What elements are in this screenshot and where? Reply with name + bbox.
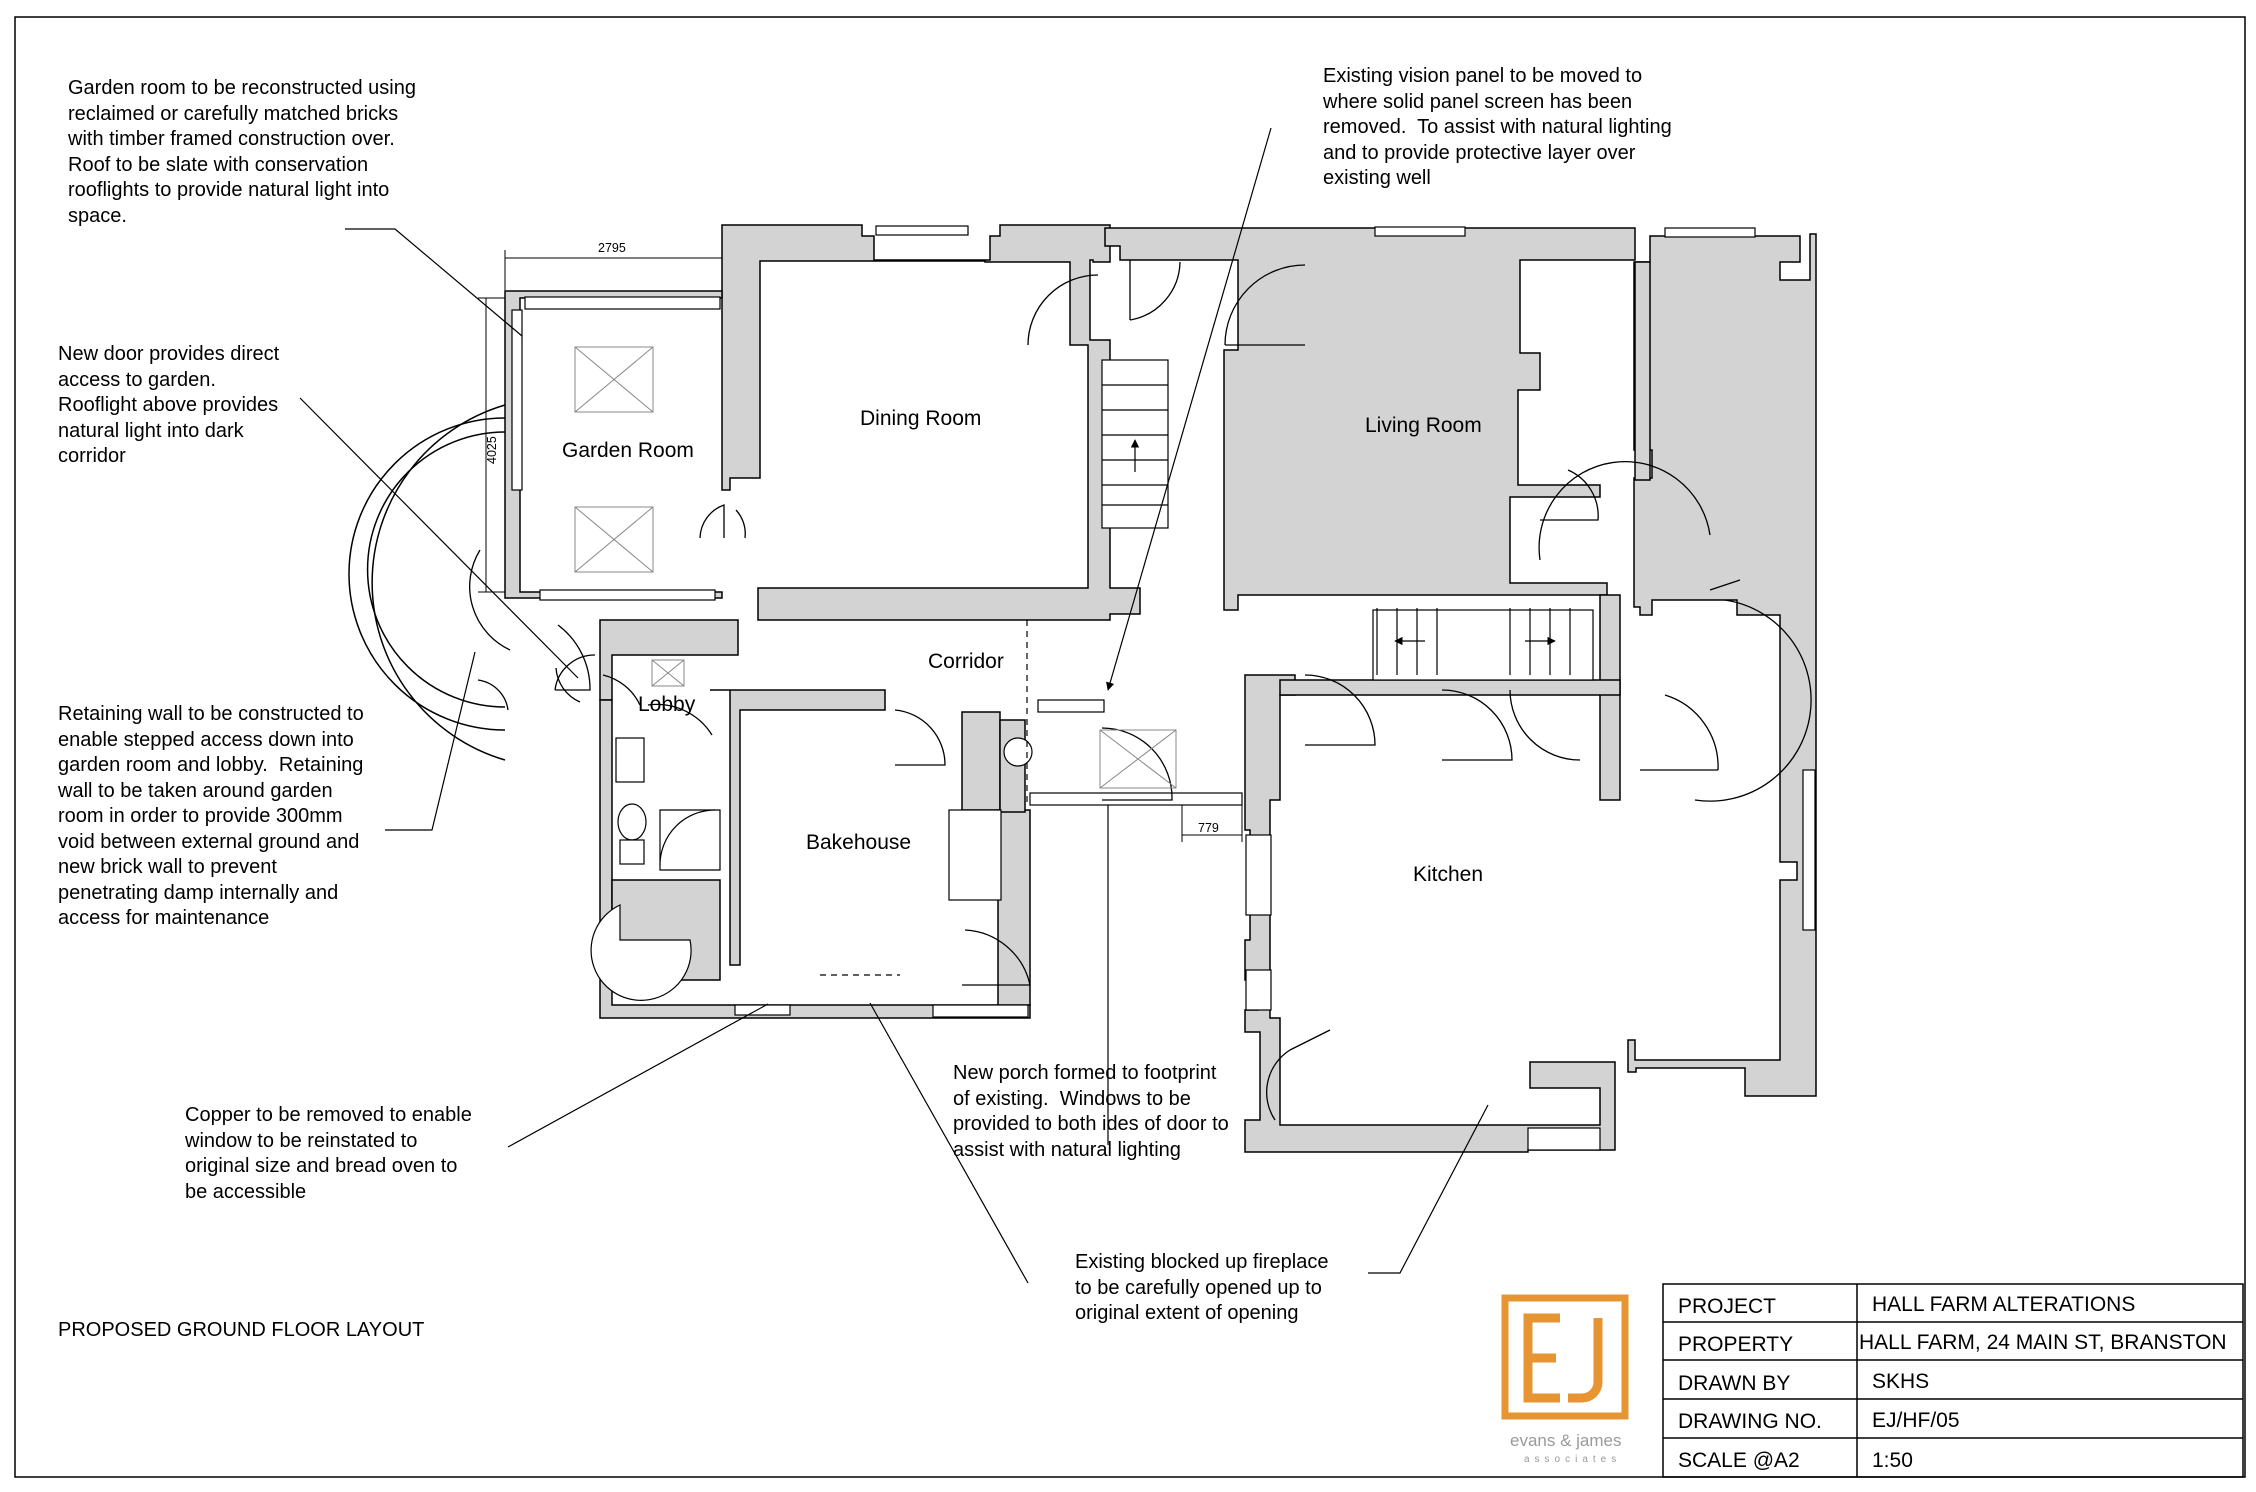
staircase [1101,359,1169,529]
logo-e-letter [1523,1313,1560,1403]
room-lobby: Lobby [638,693,696,716]
retaining-wall [348,404,506,761]
note-vision-panel: Existing vision panel to be moved to whe… [1323,65,1672,189]
note-new-door: New door provides direct access to garde… [58,343,280,467]
dim-garden-depth: 4025 [485,436,499,464]
tb-label-project: PROJECT [1678,1295,1776,1318]
tb-value-project: HALL FARM ALTERATIONS [1872,1293,2135,1316]
room-living-room: Living Room [1365,414,1482,437]
note-copper: Copper to be removed to enable window to… [185,1104,472,1203]
doors [469,260,1812,1121]
room-corridor: Corridor [928,650,1004,673]
company-logo: evans & james associates [1501,1294,1629,1465]
room-dining-room: Dining Room [860,407,981,430]
note-porch: New porch formed to footprint of existin… [953,1062,1229,1161]
tb-value-scale: 1:50 [1872,1449,1913,1472]
note-garden-room: Garden room to be reconstructed using re… [68,77,416,227]
title-block [1662,1283,2244,1478]
tb-label-scale: SCALE @A2 [1678,1449,1800,1472]
bread-oven [590,904,692,1001]
dashed-lines [820,620,1028,976]
note-fireplace: Existing blocked up fireplace to be care… [1075,1251,1329,1324]
sheet-border [14,16,2246,1478]
dim-porch-offset: 779 [1198,821,1219,835]
tb-value-property: HALL FARM, 24 MAIN ST, BRANSTON [1859,1331,2227,1354]
note-retaining-wall: Retaining wall to be constructed to enab… [58,703,364,929]
tb-label-drawing-no: DRAWING NO. [1678,1410,1822,1433]
room-garden-room: Garden Room [562,439,694,462]
tb-label-property: PROPERTY [1678,1333,1793,1356]
windows [511,225,1816,1151]
dim-garden-width: 2795 [598,241,626,255]
logo-name: evans & james [1510,1431,1622,1450]
tb-label-drawn-by: DRAWN BY [1678,1372,1790,1395]
logo-j-letter [1568,1318,1603,1403]
room-bakehouse: Bakehouse [806,831,911,854]
dimension-lines [478,250,1243,842]
tb-value-drawing-no: EJ/HF/05 [1872,1409,1960,1432]
room-kitchen: Kitchen [1413,863,1483,886]
leader-lines [299,127,1489,1284]
logo-tagline: associates [1524,1454,1621,1465]
rooflights [574,346,1177,789]
sanitary-fixtures [615,737,1033,901]
half-landing-steps [1376,608,1571,675]
tb-value-drawn-by: SKHS [1872,1370,1929,1393]
drawing-title: PROPOSED GROUND FLOOR LAYOUT [58,1319,425,1341]
